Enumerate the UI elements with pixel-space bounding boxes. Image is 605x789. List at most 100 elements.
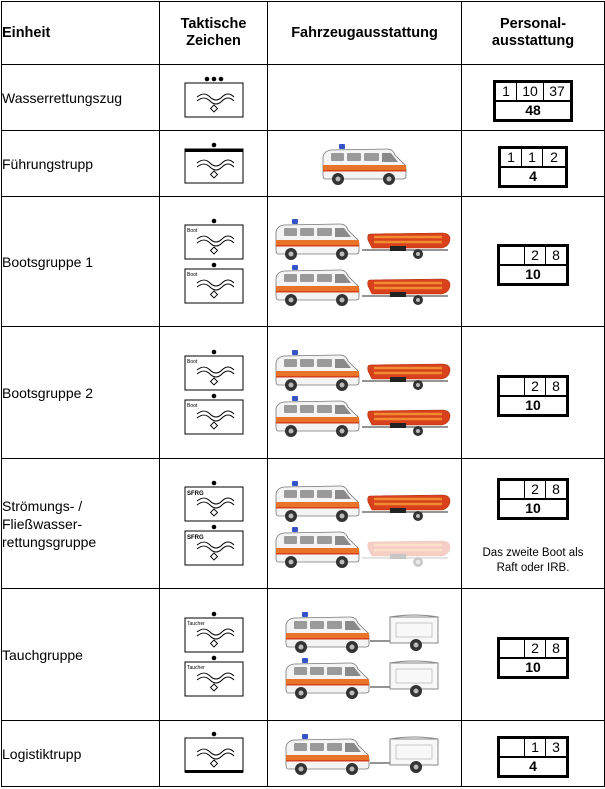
unit-name-line1: Strömungs- / — [2, 497, 83, 514]
unit-name: Logistiktrupp — [1, 720, 160, 787]
tactical-sign-taucher: Taucher — [184, 611, 243, 652]
vehicle-cell — [267, 64, 462, 131]
tactical-sign-cell — [159, 720, 268, 787]
personnel-crew: 8 — [545, 638, 567, 658]
unit-name: Strömungs- / Fließwasser- rettungsgruppe — [1, 458, 160, 589]
unit-name-line3: rettungsgruppe — [2, 533, 97, 550]
tactical-sign-sfrg: SFRG — [184, 480, 243, 521]
tactical-sign-boot: Boot — [184, 393, 243, 434]
personnel-sub: 2 — [524, 479, 546, 499]
personnel-crew: 8 — [545, 245, 567, 265]
personnel-total: 48 — [495, 99, 571, 120]
tactical-sign-cell: SFRG SFRG — [159, 458, 268, 589]
note-line1: Das zweite Boot als — [482, 546, 584, 559]
tactical-sign-boot: Boot — [184, 262, 243, 303]
header-sign-line1: Taktische — [180, 16, 247, 32]
personnel-leader — [499, 245, 525, 265]
personnel-crew: 8 — [545, 376, 567, 396]
unit-name: Bootsgruppe 1 — [1, 196, 160, 327]
sign-label: Taucher — [187, 621, 205, 627]
personnel-total: 4 — [500, 165, 566, 186]
sign-label: Boot — [187, 272, 198, 278]
van-with-boat-icon — [275, 218, 451, 260]
personnel-crew: 2 — [542, 147, 566, 167]
personnel-leader: 1 — [495, 81, 517, 101]
header-personnel-line2: ausstattung — [491, 33, 575, 49]
personnel-sub: 1 — [521, 147, 543, 167]
personnel-total: 4 — [499, 755, 567, 776]
table-row: Bootsgruppe 1 Boot Boot 2 — [1, 196, 605, 327]
van-with-faded-boat-icon — [275, 526, 451, 568]
header-personnel-line1: Personal- — [499, 16, 567, 32]
vehicle-cell — [267, 130, 462, 197]
tactical-sign-logistik — [184, 731, 243, 773]
van-with-trailer-icon — [285, 733, 439, 775]
van-with-trailer-icon — [285, 657, 439, 699]
table-row: Strömungs- / Fließwasser- rettungsgruppe… — [1, 458, 605, 589]
tactical-sign-boot: Boot — [184, 218, 243, 259]
tactical-sign-sfrg: SFRG — [184, 524, 243, 565]
tactical-sign-cell — [159, 130, 268, 197]
table-row: Tauchgruppe Taucher Taucher — [1, 588, 605, 721]
personnel-sub: 10 — [516, 81, 544, 101]
personnel-leader — [499, 737, 525, 757]
vehicle-cell — [267, 326, 462, 459]
personnel-leader: 1 — [500, 147, 522, 167]
header-unit: Einheit — [1, 1, 160, 65]
table-row: Bootsgruppe 2 Boot Boot 2 — [1, 326, 605, 459]
van-with-trailer-icon — [285, 611, 439, 653]
unit-name: Bootsgruppe 2 — [1, 326, 160, 459]
header-personnel: Personal-ausstattung — [461, 1, 605, 65]
tactical-sign-boot: Boot — [184, 349, 243, 390]
van-with-boat-icon — [275, 395, 451, 437]
personnel-leader — [499, 479, 525, 499]
tactical-sign-zug — [184, 76, 243, 117]
personnel-sub: 1 — [524, 737, 546, 757]
van-with-boat-icon — [275, 349, 451, 391]
tactical-sign-cell — [159, 64, 268, 131]
personnel-total: 10 — [499, 497, 567, 518]
personnel-total: 10 — [499, 656, 567, 677]
header-vehicle: Fahrzeugausstattung — [267, 1, 462, 65]
header-sign-line2: Zeichen — [186, 33, 241, 49]
personnel-leader — [499, 638, 525, 658]
tactical-sign-trupp-leader — [184, 142, 243, 183]
unit-name-line2: Fließwasser- — [2, 515, 83, 532]
tactical-sign-cell: Taucher Taucher — [159, 588, 268, 721]
personnel-sub: 2 — [524, 245, 546, 265]
personnel-total: 10 — [499, 394, 567, 415]
sign-label: Boot — [187, 359, 198, 365]
vehicle-cell — [267, 720, 462, 787]
personnel-sub: 2 — [524, 376, 546, 396]
sign-label: SFRG — [187, 491, 204, 497]
tactical-sign-cell: Boot Boot — [159, 326, 268, 459]
vehicle-cell — [267, 196, 462, 327]
sign-label: SFRG — [187, 535, 204, 541]
unit-name: Führungstrupp — [1, 130, 160, 197]
tactical-sign-taucher: Taucher — [184, 655, 243, 696]
personnel-leader — [499, 376, 525, 396]
van-with-boat-icon — [275, 480, 451, 522]
tactical-sign-cell: Boot Boot — [159, 196, 268, 327]
sign-label: Boot — [187, 228, 198, 234]
vehicle-cell — [267, 588, 462, 721]
personnel-total: 10 — [499, 263, 567, 284]
personnel-sub: 2 — [524, 638, 546, 658]
